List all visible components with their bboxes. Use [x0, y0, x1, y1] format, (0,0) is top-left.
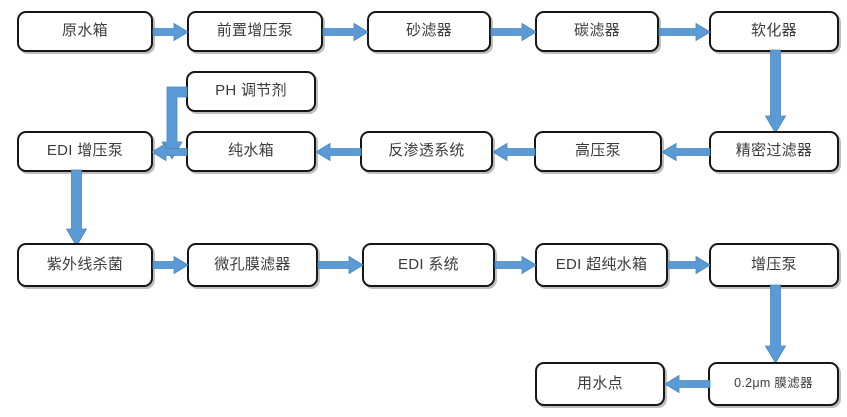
node-ro-system[interactable]: 反渗透系统: [360, 131, 493, 172]
node-high-pressure-pump[interactable]: 高压泵: [534, 131, 662, 172]
node-sand-filter[interactable]: 砂滤器: [367, 11, 491, 52]
arrow-pre-booster-pump-to-sand-filter: [322, 22, 369, 42]
node-uv-sterilizer[interactable]: 紫外线杀菌: [17, 243, 153, 287]
node-booster-pump[interactable]: 增压泵: [709, 243, 839, 287]
node-softener[interactable]: 软化器: [709, 11, 839, 52]
arrow-raw-water-tank-to-pre-booster-pump: [152, 22, 189, 42]
arrow-softener-to-precision-filter: [764, 49, 787, 134]
node-edi-booster-pump[interactable]: EDI 增压泵: [17, 131, 153, 172]
node-pre-booster-pump[interactable]: 前置增压泵: [187, 11, 323, 52]
arrow-microporous-membrane-filter-to-edi-system: [317, 255, 364, 275]
node-pure-water-tank[interactable]: 纯水箱: [186, 131, 316, 172]
node-ph-adjuster[interactable]: PH 调节剂: [186, 71, 316, 112]
node-edi-ultrapure-water-tank[interactable]: EDI 超纯水箱: [535, 243, 668, 287]
arrow-uv-sterilizer-to-microporous-membrane-filter: [152, 255, 189, 275]
arrow-ro-system-to-pure-water-tank: [315, 142, 362, 162]
node-membrane-filter-02um[interactable]: 0.2μm 膜滤器: [708, 362, 839, 406]
node-raw-water-tank[interactable]: 原水箱: [17, 11, 153, 52]
node-carbon-filter[interactable]: 碳滤器: [535, 11, 659, 52]
arrow-high-pressure-pump-to-ro-system: [492, 142, 536, 162]
node-edi-system[interactable]: EDI 系统: [362, 243, 495, 287]
arrow-precision-filter-to-high-pressure-pump: [661, 142, 711, 162]
arrow-sand-filter-to-carbon-filter: [490, 22, 537, 42]
arrow-carbon-filter-to-softener: [658, 22, 711, 42]
arrow-booster-pump-to-membrane-filter: [764, 284, 787, 364]
arrow-pure-water-tank-to-edi-booster-pump: [151, 142, 188, 162]
node-microporous-membrane-filter[interactable]: 微孔膜滤器: [187, 243, 318, 287]
arrow-edi-booster-pump-to-uv-sterilizer: [65, 169, 88, 247]
node-point-of-use[interactable]: 用水点: [535, 362, 665, 406]
arrow-membrane-filter-to-point-of-use: [664, 374, 711, 394]
arrow-edi-system-to-edi-ultrapure-water-tank: [494, 255, 537, 275]
node-precision-filter[interactable]: 精密过滤器: [709, 131, 839, 172]
arrow-edi-ultrapure-water-tank-to-booster-pump: [667, 255, 711, 275]
